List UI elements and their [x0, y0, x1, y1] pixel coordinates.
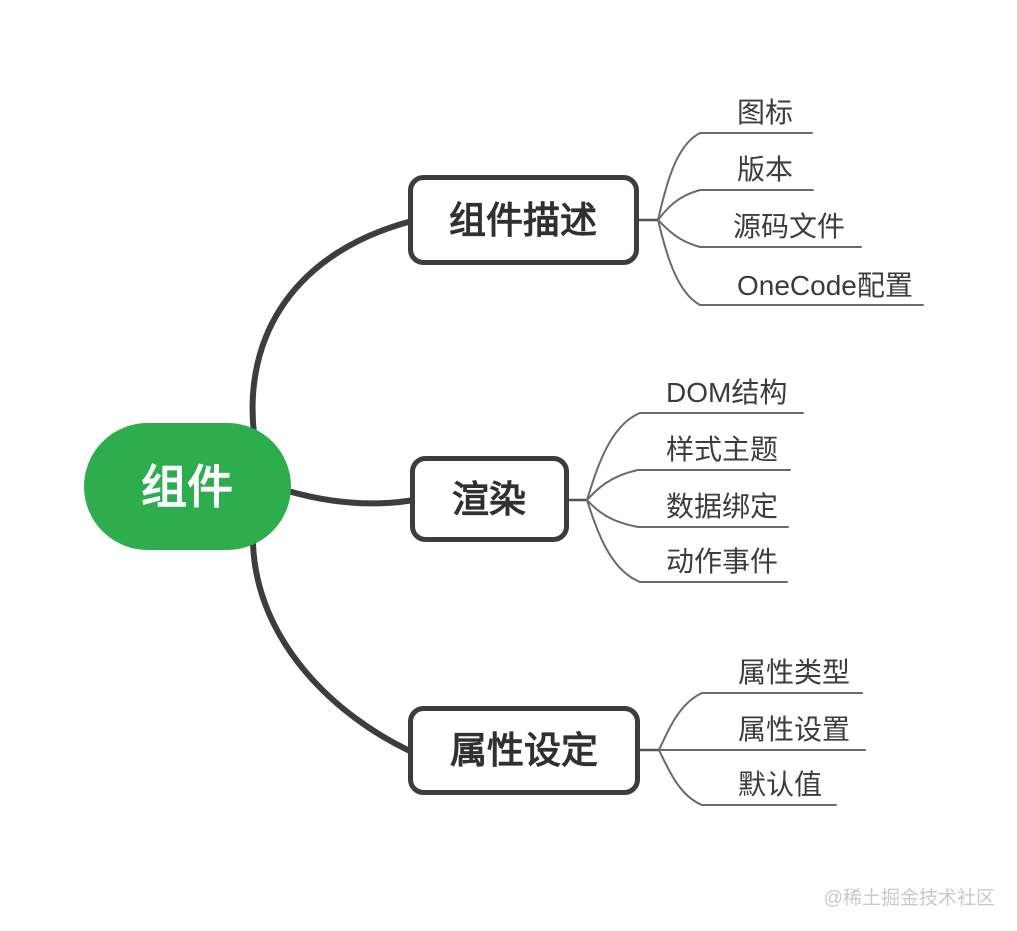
child-line-source-files: [657, 219, 862, 248]
child-topic-label[interactable]: 默认值: [738, 769, 822, 800]
watermark-text: @稀土掘金技术社区: [824, 887, 995, 909]
child-topic-label[interactable]: 数据绑定: [666, 491, 778, 522]
child-topic-label[interactable]: OneCode配置: [737, 270, 913, 301]
branch-node-property-setting[interactable]: [408, 706, 640, 795]
child-topic-label[interactable]: 属性设置: [738, 714, 850, 745]
child-topic-label[interactable]: 动作事件: [666, 546, 778, 577]
root-node-label[interactable]: 组件: [141, 461, 233, 513]
child-topic-label[interactable]: 样式主题: [666, 434, 778, 465]
child-topic-label[interactable]: 图标: [737, 97, 793, 128]
child-line-version: [657, 189, 814, 221]
child-line-property-type: [658, 692, 863, 751]
branch-node-label[interactable]: 渲染: [452, 479, 526, 520]
child-line-style-theme: [586, 469, 791, 501]
child-line-action-events: [586, 499, 788, 583]
branch-node-render[interactable]: [410, 456, 569, 542]
child-topic-label[interactable]: 属性类型: [738, 657, 850, 688]
branch-node-label[interactable]: 属性设定: [450, 730, 598, 771]
branch-curve-bottom: [250, 541, 415, 755]
branch-node-label[interactable]: 组件描述: [449, 200, 597, 241]
branch-curve-middle: [285, 488, 417, 507]
child-topic-label[interactable]: 版本: [737, 154, 793, 185]
child-topic-label[interactable]: DOM结构: [666, 377, 787, 408]
root-node[interactable]: [84, 423, 291, 550]
child-topic-label[interactable]: 源码文件: [733, 211, 845, 242]
child-line-icon: [657, 132, 813, 221]
child-line-default-value: [658, 749, 837, 806]
child-line-dom-structure: [586, 412, 804, 501]
branch-curve-top: [249, 218, 415, 437]
child-line-onecode-config: [657, 219, 924, 306]
child-line-data-binding: [586, 499, 789, 528]
branch-node-component-description[interactable]: [408, 175, 639, 265]
